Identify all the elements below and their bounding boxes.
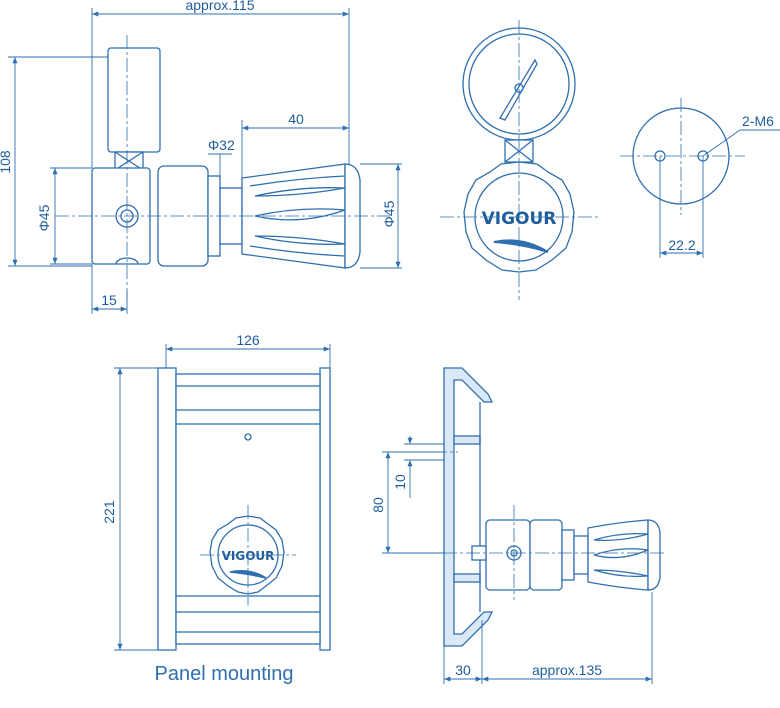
mount-screw (244, 433, 252, 441)
dim-40: 40 (288, 111, 304, 127)
logo-swoosh (493, 239, 549, 253)
gauge-needle (499, 58, 538, 121)
dim-15: 15 (101, 292, 117, 308)
panel-side: 80 10 30 approx.135 (370, 367, 665, 684)
side-view: approx.115 108 40 Φ32 Φ45 Φ45 15 (0, 0, 402, 314)
dim-30: 30 (455, 662, 471, 678)
dim-126: 126 (236, 332, 260, 348)
front-view: VIGOUR (440, 20, 600, 300)
gauge-body-side (107, 47, 161, 153)
dim-phi45-left: Φ45 (36, 204, 52, 231)
caption: Panel mounting (155, 663, 294, 685)
bracket-upper-lip (453, 435, 481, 445)
side-collar (573, 535, 589, 575)
dim-2-m6: 2-M6 (742, 113, 774, 129)
dim-221: 221 (101, 500, 117, 524)
dim-10: 10 (392, 474, 408, 490)
dim-approx115: approx.115 (185, 0, 254, 13)
panel-right-rail (319, 367, 331, 651)
panel-bracket (443, 367, 494, 647)
dim-approx135: approx.135 (532, 662, 602, 678)
dim-phi32: Φ32 (208, 137, 235, 153)
side-nut (561, 529, 575, 581)
panel-front: VIGOUR 126 221 Panel mounting (101, 332, 331, 685)
panel-left-rail (157, 367, 177, 651)
bracket-lower-lip (453, 573, 481, 583)
dim-80: 80 (370, 497, 386, 513)
dim-phi45-right: Φ45 (381, 200, 397, 227)
dim-108: 108 (0, 150, 13, 174)
side-knob (587, 519, 649, 591)
hole-view: 22.2 2-M6 (620, 98, 780, 258)
dim-22-2: 22.2 (668, 237, 695, 253)
knob-cap (344, 163, 361, 269)
logo-top: VIGOUR (482, 209, 557, 229)
side-bonnet (529, 519, 563, 591)
side-body (485, 519, 531, 591)
